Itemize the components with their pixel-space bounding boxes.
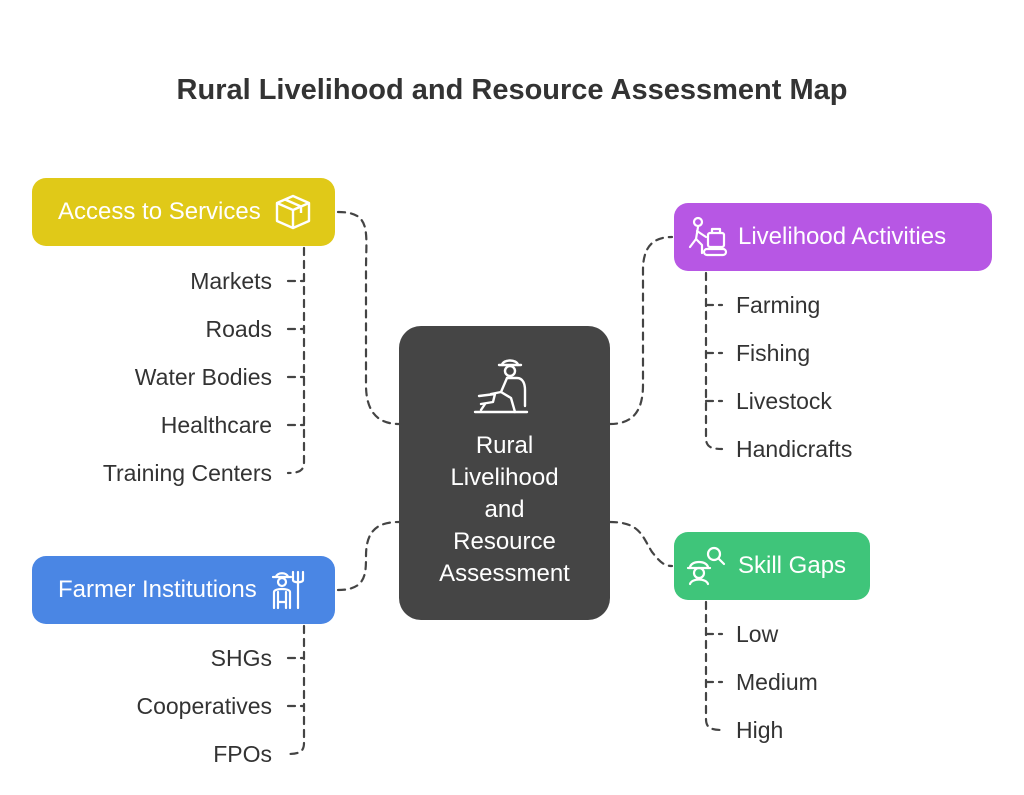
access-to-services-label: Access to Services bbox=[58, 198, 261, 225]
access-to-services-node[interactable]: Access to Services bbox=[32, 178, 335, 246]
access-item: Markets bbox=[190, 268, 272, 294]
farmer-plough-icon bbox=[471, 356, 537, 420]
access-item: Training Centers bbox=[102, 460, 272, 486]
skill-item: Low bbox=[736, 621, 779, 647]
livelihood-item: Handicrafts bbox=[736, 436, 853, 462]
farmer-institutions-node[interactable]: Farmer Institutions bbox=[32, 556, 335, 624]
spine-skill bbox=[704, 600, 724, 732]
box-icon bbox=[273, 192, 313, 232]
central-topic-text: Rural Livelihood and Resource Assessment bbox=[439, 432, 570, 587]
connector-farmer bbox=[336, 520, 401, 592]
farmer-item: FPOs bbox=[213, 741, 272, 767]
spine-livelihood bbox=[704, 271, 724, 451]
central-topic-node[interactable]: Rural Livelihood and Resource Assessment bbox=[399, 326, 610, 620]
spine-farmer bbox=[286, 624, 306, 756]
farmer-institutions-label: Farmer Institutions bbox=[58, 576, 257, 603]
spine-access bbox=[286, 246, 306, 475]
access-item: Healthcare bbox=[160, 412, 272, 438]
farmer-item: Cooperatives bbox=[136, 693, 272, 719]
connector-livelihood bbox=[608, 235, 674, 426]
skill-item: High bbox=[736, 717, 784, 743]
skill-item: Medium bbox=[736, 669, 818, 695]
worker-machine-icon bbox=[686, 215, 728, 259]
connector-skill bbox=[608, 520, 674, 568]
skill-gaps-node[interactable]: Skill Gaps bbox=[674, 532, 870, 600]
access-item: Water Bodies bbox=[134, 364, 272, 390]
livelihood-item: Fishing bbox=[736, 340, 811, 366]
livelihood-item: Livestock bbox=[736, 388, 832, 414]
connector-access bbox=[336, 210, 401, 426]
skill-gaps-label: Skill Gaps bbox=[738, 552, 847, 579]
livelihood-activities-node[interactable]: Livelihood Activities bbox=[674, 203, 992, 271]
livelihood-item: Farming bbox=[736, 292, 821, 318]
livelihood-activities-label: Livelihood Activities bbox=[738, 223, 947, 250]
access-item: Roads bbox=[205, 316, 272, 342]
person-search-icon bbox=[686, 544, 728, 588]
farmer-item: SHGs bbox=[210, 645, 272, 671]
farmer-pitchfork-icon bbox=[269, 568, 305, 612]
diagram-title: Rural Livelihood and Resource Assessment… bbox=[176, 74, 848, 106]
